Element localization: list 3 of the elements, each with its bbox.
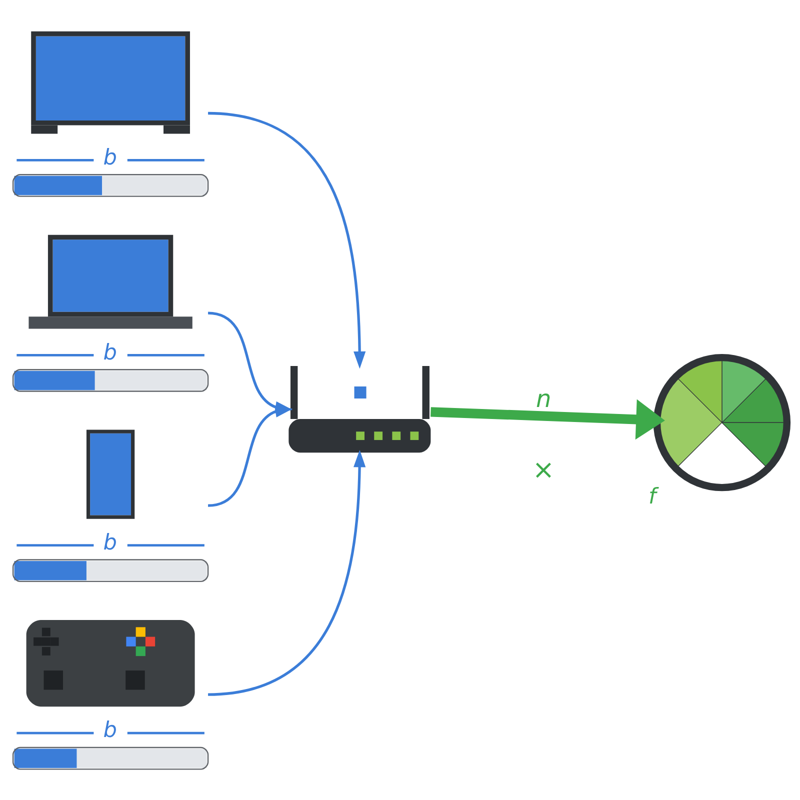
node-label: f	[648, 484, 656, 510]
label: ×	[532, 454, 555, 486]
edge-label: n	[536, 384, 552, 413]
